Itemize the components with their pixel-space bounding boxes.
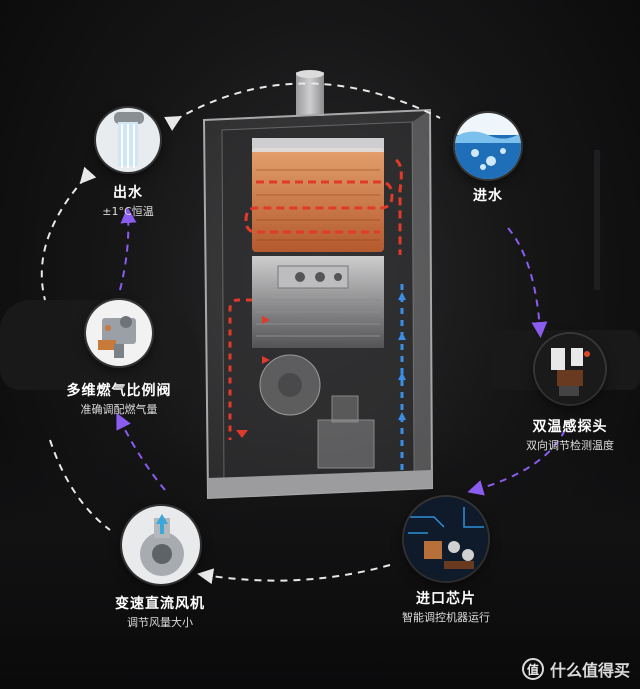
outlet-subtitle: ±1°C恒温 (102, 205, 154, 218)
cycle-arrow-white-left-bottom (49, 439, 111, 531)
temperature-sensor-image (535, 334, 605, 404)
cycle-arrow-purple-left (119, 207, 137, 291)
cycle-arrow-purple-left-lower (116, 412, 166, 491)
heater-bottom-plate (208, 470, 432, 498)
sensor-title: 双温感探头 (532, 419, 608, 435)
watermark: 值 什么值得买 (521, 657, 630, 681)
watermark-text: 什么值得买 (549, 661, 630, 680)
exhaust-pipe-top (296, 70, 324, 78)
chip-subtitle: 智能调控机器运行 (402, 611, 490, 624)
control-chip-image (404, 497, 488, 581)
gas-valve-image (86, 300, 152, 366)
inlet-title: 进水 (473, 188, 503, 204)
outlet-label: 出水 ±1°C恒温 (96, 184, 160, 220)
outlet-title: 出水 (113, 185, 143, 201)
cycle-arrow-white-left (40, 166, 97, 301)
heat-exchanger (252, 148, 384, 252)
exhaust-pipe (296, 72, 324, 116)
inlet-water-image (455, 113, 521, 179)
cycle-arrow-purple-right-lower (467, 429, 566, 496)
outlet-faucet-image (96, 108, 160, 172)
background-lamp (594, 150, 600, 290)
sensor-subtitle: 双向调节检测温度 (526, 439, 614, 452)
cycle-arrow-white-bottom (197, 564, 391, 585)
fan-subtitle: 调节风量大小 (127, 616, 193, 629)
gas-valve-title: 多维燃气比例阀 (66, 383, 172, 399)
valve-assembly (317, 419, 375, 469)
cycle-arrow-white-top (164, 82, 441, 131)
fan-label: 变速直流风机 调节风量大小 (100, 595, 220, 631)
gas-valve-label: 多维燃气比例阀 准确调配燃气量 (58, 382, 180, 418)
watermark-logo-icon: 值 (521, 658, 544, 680)
sensor-label: 双温感探头 双向调节检测温度 (514, 418, 626, 454)
inlet-label: 进水 (455, 187, 521, 205)
hot-water-flow (244, 158, 403, 255)
chip-label: 进口芯片 智能调控机器运行 (390, 590, 502, 626)
dc-fan-image (122, 506, 200, 584)
fan-title: 变速直流风机 (115, 596, 205, 612)
gas-valve-subtitle: 准确调配燃气量 (80, 403, 158, 416)
cycle-arrow-purple-right (507, 227, 548, 338)
chip-title: 进口芯片 (416, 591, 476, 607)
